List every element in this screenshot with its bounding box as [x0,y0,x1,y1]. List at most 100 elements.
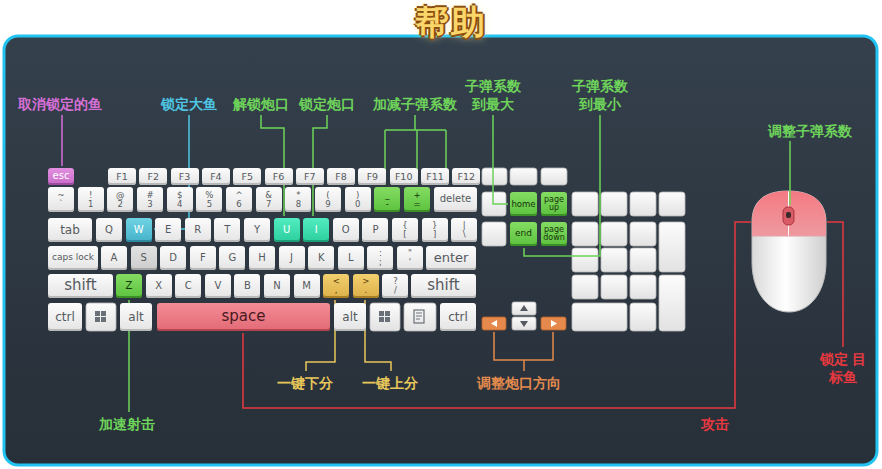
callout-label: 调整子弹系数 [768,122,852,140]
key-label: delete [440,194,472,205]
key-cap: W [126,218,152,242]
key-cap: ~` [48,187,74,212]
key-label: ) [356,191,359,200]
key-cap: F1 [108,168,136,185]
key-label: # [146,191,153,200]
key-label: 0 [355,200,360,209]
key-label: shift [64,278,96,294]
key-cap: {[ [392,218,418,242]
key-cap: I [303,218,329,242]
callout-label: 攻击 [701,415,729,433]
key-label: V [214,281,221,292]
callout-label: 一键上分 [362,374,418,392]
key-label: F [200,253,206,264]
key-label: : [379,249,382,258]
key-cap: |\ [451,218,477,242]
key-cap: F3 [171,168,199,185]
blank-keys [86,168,685,331]
key-label: ? [393,277,398,286]
key-label: I [315,225,318,236]
key-label: 2 [118,200,123,209]
key-label: T [224,225,230,236]
arrow-glyphs [520,305,528,327]
key-label: & [265,191,272,200]
key-label: F2 [148,172,160,182]
key-label: U [283,225,290,236]
key-cap: ?/ [382,274,408,298]
key-label: Q [105,225,113,236]
key-label: esc [53,171,70,182]
title: 帮助 [415,0,487,44]
key-label: F4 [210,172,222,182]
key-cap: Z [116,274,142,298]
key-cap: alt [334,303,366,331]
key-label: " [408,249,412,258]
key-cap: end [510,222,537,246]
key-cap: F12 [452,168,480,185]
key-cap: X [146,274,172,298]
key-cap: >. [353,274,379,298]
key-cap: O [333,218,359,242]
key-cap: V [205,274,231,298]
key-cap: %5 [196,187,222,212]
key-cap: page up [541,192,567,216]
panel [4,36,877,465]
key-label: = [413,200,420,209]
key-label: . [364,286,367,295]
key-label: G [229,253,237,264]
key-label: shift [427,278,459,294]
key-label: ~ [57,191,64,200]
key-label: caps lock [52,253,94,262]
key-label: 6 [236,200,241,209]
key-cap: E [155,218,181,242]
key-label: F5 [241,172,253,182]
key-label: P [372,225,378,236]
key-label: 5 [207,200,212,209]
key-cap: )0 [345,187,371,212]
key-cap: alt [120,303,152,331]
key-label: / [394,286,397,295]
key-label: + [413,191,420,200]
menu-icon [414,310,424,323]
key-label: $ [177,191,182,200]
callout-label: 加速射击 [99,415,155,433]
key-label: W [134,225,144,236]
key-label: ! [89,191,92,200]
key-label: page up [542,196,566,213]
key-label: F9 [367,172,379,182]
key-label: S [140,253,146,264]
key-label: } [432,221,437,230]
key-cap: Y [244,218,270,242]
key-cap: home [510,192,537,216]
key-label: alt [342,311,357,324]
key-label: end [515,229,532,238]
key-cap: ^6 [226,187,252,212]
key-cap: @2 [107,187,133,212]
key-label: ctrl [448,311,468,324]
key-cap: delete [434,187,477,212]
key-label: , [335,286,338,295]
key-label: F10 [395,172,413,182]
key-label: ( [326,191,329,200]
key-label: A [111,253,118,264]
key-label: K [318,253,325,264]
key-cap: B [234,274,260,298]
callout-label: 一键下分 [277,374,333,392]
key-label: O [342,225,350,236]
leader-lines [62,115,843,412]
key-cap: A [101,246,127,270]
key-cap: enter [426,246,476,270]
key-cap: F11 [421,168,449,185]
key-label: 7 [266,200,271,209]
key-cap: tab [48,218,92,242]
key-label: 4 [177,200,182,209]
key-cap: C [175,274,201,298]
key-cap: F9 [358,168,386,185]
key-label: F6 [273,172,285,182]
key-label: space [221,309,265,325]
callout-label: 锁定炮口 [299,95,355,113]
key-label: < [333,277,340,286]
key-cap: R [185,218,211,242]
key-cap: !1 [78,187,104,212]
key-label: F1 [116,172,128,182]
